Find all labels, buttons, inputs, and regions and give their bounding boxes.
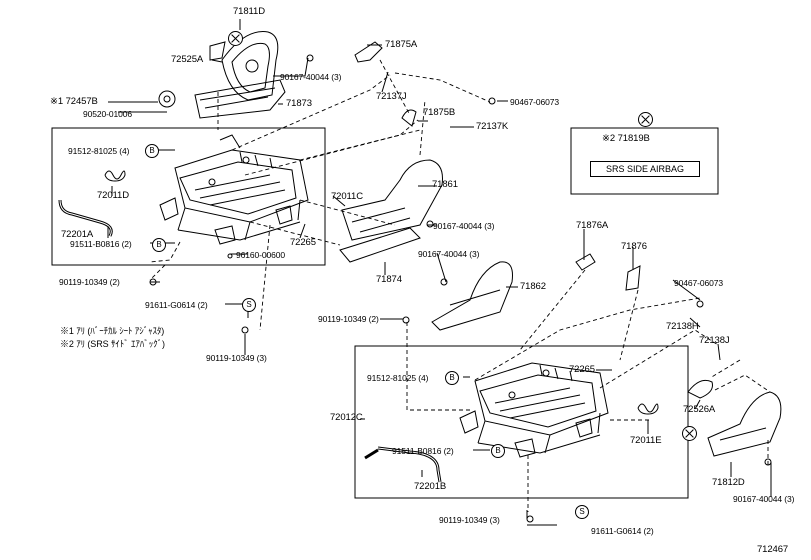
note-1: ※1 ｱﾘ (ﾊﾞｰﾁｶﾙ ｼｰﾄ ｱｼﾞｬｽﾀ)	[60, 326, 165, 336]
part-label: 71861	[432, 179, 458, 190]
marker-s: S	[575, 505, 589, 519]
part-label: 91512-81025 (4)	[367, 373, 429, 383]
srs-label: SRS SIDE AIRBAG	[590, 161, 700, 177]
part-label: 91511-B0816 (2)	[70, 239, 132, 249]
part-label: 90119-10349 (3)	[206, 353, 267, 363]
part-label: ※1 72457B	[50, 96, 98, 107]
part-label: 72012C	[330, 412, 363, 423]
marker-s: S	[242, 298, 256, 312]
part-label: 72201A	[61, 229, 94, 240]
seat-track-upper	[159, 134, 309, 245]
non-reusable-mark	[638, 112, 653, 127]
part-label: 90167-40044 (3)	[280, 72, 342, 82]
spring-72011E	[637, 403, 659, 415]
part-label: 71876	[621, 241, 647, 252]
part-label: 90119-10349 (2)	[59, 277, 120, 287]
note-2: ※2 ｱﾘ (SRS ｻｲﾄﾞ ｴｱﾊﾞｯｸﾞ)	[60, 339, 165, 349]
part-label: 91611-G0614 (2)	[145, 300, 208, 310]
non-reusable-mark	[682, 426, 697, 441]
non-reusable-mark	[228, 31, 243, 46]
part-label: 72138J	[699, 335, 730, 346]
part-label: 72011C	[331, 191, 363, 202]
part-label: 90167-40044 (3)	[733, 494, 795, 504]
part-label: 71873	[286, 98, 312, 109]
cover-71862	[431, 261, 513, 331]
part-label: 72265	[569, 364, 595, 375]
part-label: 90167-40044 (3)	[433, 221, 495, 231]
part-label: 90119-10349 (3)	[439, 515, 500, 525]
part-label: 90467-06073	[510, 97, 560, 107]
cover-71811D	[194, 31, 286, 119]
part-label: 71812D	[712, 477, 745, 488]
part-label: 72526A	[683, 404, 716, 415]
cover-71812D	[707, 391, 782, 457]
marker-b: B	[152, 238, 166, 252]
marker-b: B	[145, 144, 159, 158]
part-label: 71875A	[385, 39, 418, 50]
cover-71861	[341, 159, 443, 241]
part-label: 71811D	[233, 6, 265, 17]
spring-72011D	[104, 170, 126, 182]
part-label: 96160-00600	[236, 250, 286, 260]
part-label: 90520-01006	[83, 109, 133, 119]
part-label: 72525A	[171, 54, 204, 65]
part-label: 91511-B0816 (2)	[392, 446, 454, 456]
part-label: 91611-G0614 (2)	[591, 526, 654, 536]
marker-b: B	[491, 444, 505, 458]
part-label: 72137K	[476, 121, 509, 132]
part-label: 72011D	[97, 190, 129, 201]
part-label: 90167-40044 (3)	[418, 249, 480, 259]
part-label: 90467-06073	[674, 278, 724, 288]
part-label: 71876A	[576, 220, 609, 231]
part-label: ※2 71819B	[602, 133, 650, 144]
gear-72457B	[158, 90, 176, 108]
seat-track-lower	[459, 362, 609, 458]
part-label: 72011E	[630, 435, 662, 446]
marker-b: B	[445, 371, 459, 385]
part-label: 71875B	[423, 107, 456, 118]
part-label: 72137J	[376, 91, 407, 102]
part-label: 72265	[290, 237, 316, 248]
part-label: 90119-10349 (2)	[318, 314, 379, 324]
part-label: 71862	[520, 281, 546, 292]
part-label: 72138H	[666, 321, 699, 332]
part-label: 91512-81025 (4)	[68, 146, 130, 156]
part-label: 71874	[376, 274, 402, 285]
part-label: 72201B	[414, 481, 447, 492]
diagram-id: 712467	[757, 544, 789, 555]
